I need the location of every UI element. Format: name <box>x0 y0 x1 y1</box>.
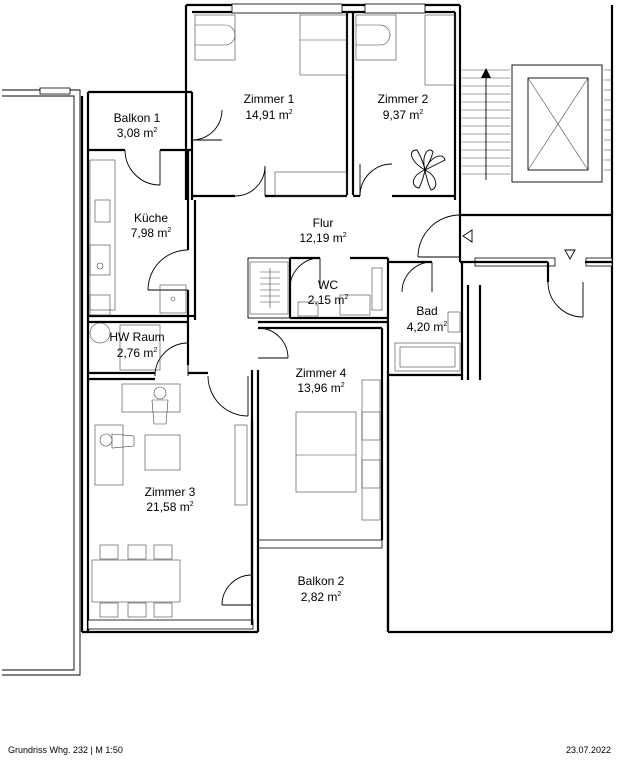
stairwell <box>462 64 612 260</box>
room-name-balkon1: Balkon 1 <box>114 111 161 125</box>
room-name-zimmer1: Zimmer 1 <box>244 92 295 106</box>
room-name-flur: Flur <box>313 216 334 230</box>
room-area-zimmer1: 14,91 m2 <box>245 108 292 122</box>
stair-arrow-icon <box>481 68 491 78</box>
room-name-kueche: Küche <box>134 211 168 225</box>
room-area-balkon1: 3,08 m2 <box>117 126 158 140</box>
plan-date: 23.07.2022 <box>565 745 611 755</box>
room-labels: Balkon 1 3,08 m2 Zimmer 1 14,91 m2 Zimme… <box>109 92 447 604</box>
room-name-bad: Bad <box>416 304 437 318</box>
room-area-hwraum: 2,76 m2 <box>117 346 158 360</box>
room-area-flur: 12,19 m2 <box>299 231 346 245</box>
room-name-zimmer2: Zimmer 2 <box>378 92 429 106</box>
plan-title: Grundriss Whg. 232 | M 1:50 <box>8 745 123 755</box>
room-name-wc: WC <box>318 278 338 292</box>
plant-icon <box>411 149 446 191</box>
room-name-hwraum: HW Raum <box>109 330 164 344</box>
room-name-zimmer4: Zimmer 4 <box>296 366 347 380</box>
furniture <box>89 14 461 618</box>
room-area-zimmer3: 21,58 m2 <box>146 500 193 514</box>
entrance-triangle-icon <box>462 229 473 243</box>
room-area-bad: 4,20 m2 <box>407 320 448 334</box>
room-area-kueche: 7,98 m2 <box>131 226 172 240</box>
room-area-zimmer4: 13,96 m2 <box>297 381 344 395</box>
room-name-balkon2: Balkon 2 <box>298 574 345 588</box>
room-area-balkon2: 2,82 m2 <box>301 590 342 604</box>
room-area-wc: 2,15 m2 <box>308 293 349 307</box>
room-name-zimmer3: Zimmer 3 <box>145 485 196 499</box>
door-swings <box>124 109 584 606</box>
room-area-zimmer2: 9,37 m2 <box>383 108 424 122</box>
interior-walls <box>88 12 612 632</box>
left-facade <box>2 87 81 676</box>
